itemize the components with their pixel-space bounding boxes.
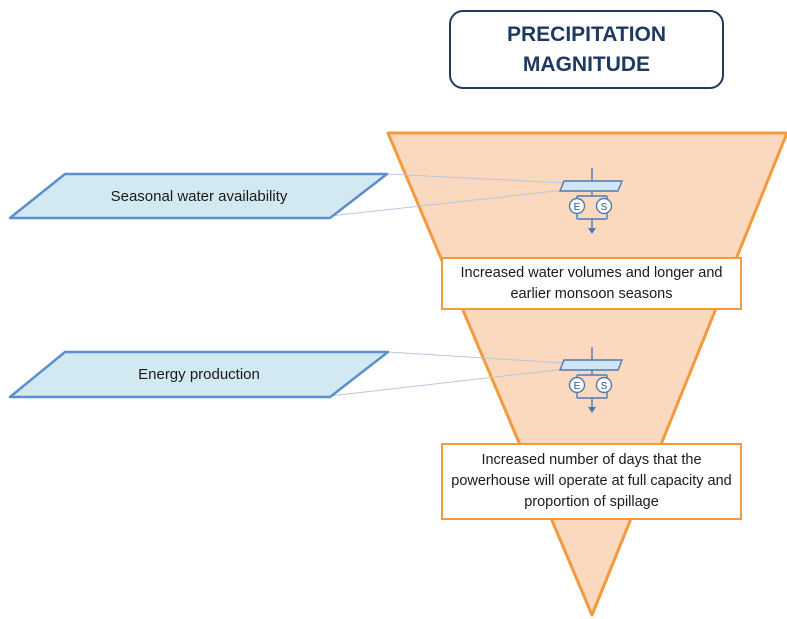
title-text: PRECIPITATION MAGNITUDE — [507, 20, 666, 80]
effect-box-1: Increased water volumes and longer and e… — [441, 257, 742, 310]
input-label-seasonal-water: Seasonal water availability — [110, 187, 288, 205]
funnel-triangle — [386, 131, 787, 617]
input-label-energy-production: Energy production — [138, 366, 260, 383]
node-symbol-2 — [558, 347, 624, 413]
connector-lines-2 — [329, 351, 566, 397]
node-1-s-label: S — [601, 202, 608, 213]
title-box: PRECIPITATION MAGNITUDE — [449, 10, 724, 89]
node-2-e-label: E — [574, 381, 581, 392]
input-parallelogram-2 — [8, 350, 390, 399]
title-line-1: PRECIPITATION — [506, 22, 667, 46]
effect-box-2: Increased number of days that the powerh… — [441, 443, 742, 520]
title-line-2: MAGNITUDE — [522, 52, 651, 76]
node-2-s-label: S — [601, 381, 608, 392]
node-1-e-label: E — [574, 202, 581, 213]
connector-lines-1 — [329, 173, 566, 217]
input-parallelogram-1 — [8, 172, 389, 220]
node-symbol-1 — [558, 168, 624, 234]
